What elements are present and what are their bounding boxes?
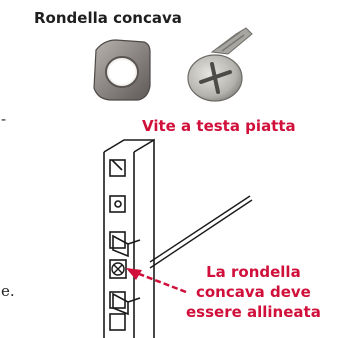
clipped-text-mark: - xyxy=(1,110,7,128)
callout-arrow xyxy=(126,268,187,294)
cup-washer-label: Rondella concava xyxy=(34,9,182,27)
flat-head-screw-image xyxy=(187,27,253,102)
flat-head-screw-label: Vite a testa piatta xyxy=(142,117,296,135)
alignment-note: La rondella concava deve essere allineat… xyxy=(186,262,321,322)
aligned-washer xyxy=(109,259,127,279)
alignment-note-line-2: concava deve xyxy=(195,283,311,301)
alignment-note-line-3: essere allineata xyxy=(186,303,321,321)
alignment-note-line-1: La rondella xyxy=(206,263,301,281)
cup-washer-image xyxy=(93,39,151,101)
clipped-text-fragment: e. xyxy=(1,282,15,300)
rack-rail xyxy=(103,138,253,338)
